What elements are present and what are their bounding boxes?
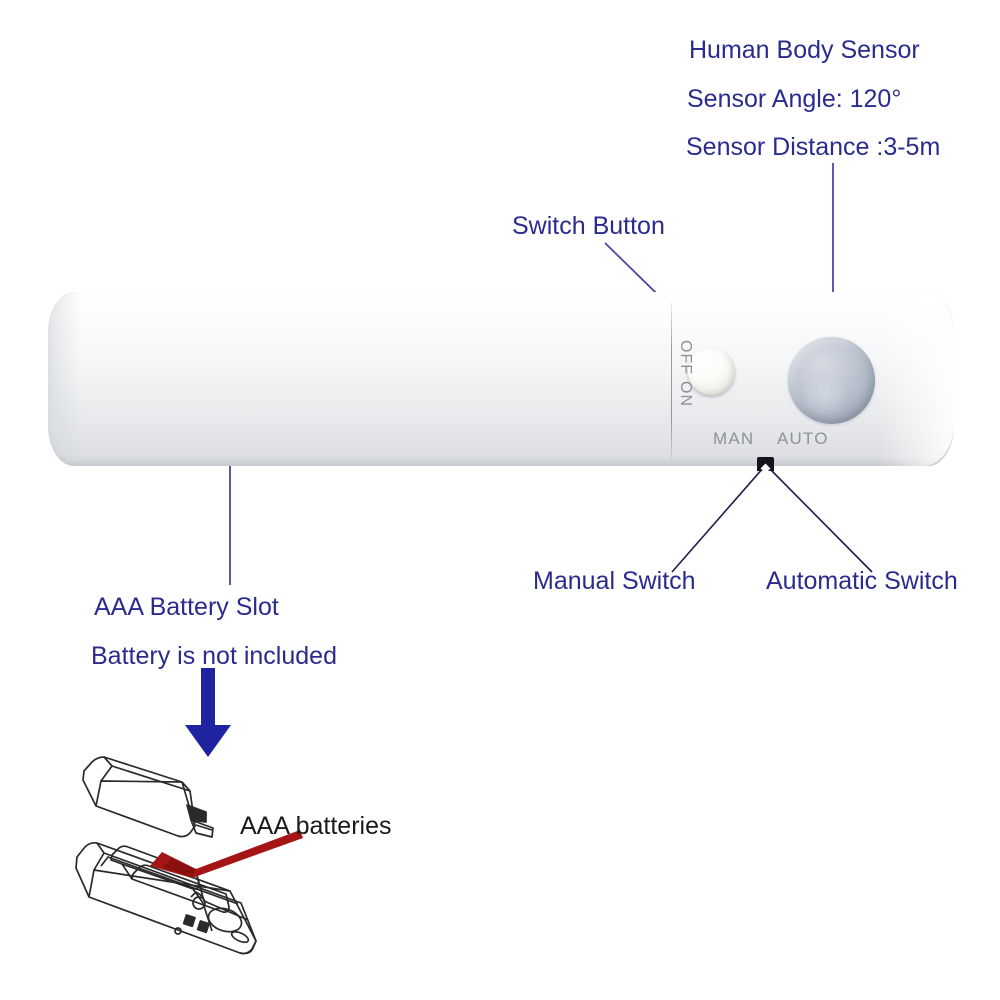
label-human-body-sensor: Human Body Sensor: [689, 36, 920, 64]
label-aaa-battery-slot: AAA Battery Slot: [94, 593, 279, 621]
marking-on: ON: [677, 381, 694, 407]
marking-off: OFF: [677, 340, 694, 375]
battery-cover-drawing: [82, 756, 214, 838]
label-aaa-batteries: AAA batteries: [240, 812, 392, 840]
device-seam-line: [671, 302, 672, 460]
red-arrow-icon: [150, 830, 303, 878]
leader-line-manual-switch: [671, 466, 765, 573]
label-manual-switch: Manual Switch: [533, 567, 696, 595]
label-automatic-switch: Automatic Switch: [766, 567, 958, 595]
device-left-end: [48, 292, 82, 466]
pir-sensor-icon: [788, 337, 875, 424]
switch-knob-icon[interactable]: [688, 348, 735, 395]
marking-auto: AUTO: [777, 429, 829, 448]
device-right-end: [878, 292, 954, 466]
battery-compartment-drawing: [75, 841, 257, 955]
label-battery-not-included: Battery is not included: [91, 642, 337, 670]
label-sensor-distance: Sensor Distance :3-5m: [686, 133, 941, 161]
marking-man: MAN: [713, 429, 755, 448]
label-switch-button: Switch Button: [512, 212, 665, 240]
label-sensor-angle: Sensor Angle: 120°: [687, 85, 902, 113]
leader-line-automatic-switch: [767, 466, 873, 573]
slide-switch-icon[interactable]: [757, 457, 774, 471]
down-arrow-icon: [185, 668, 231, 757]
